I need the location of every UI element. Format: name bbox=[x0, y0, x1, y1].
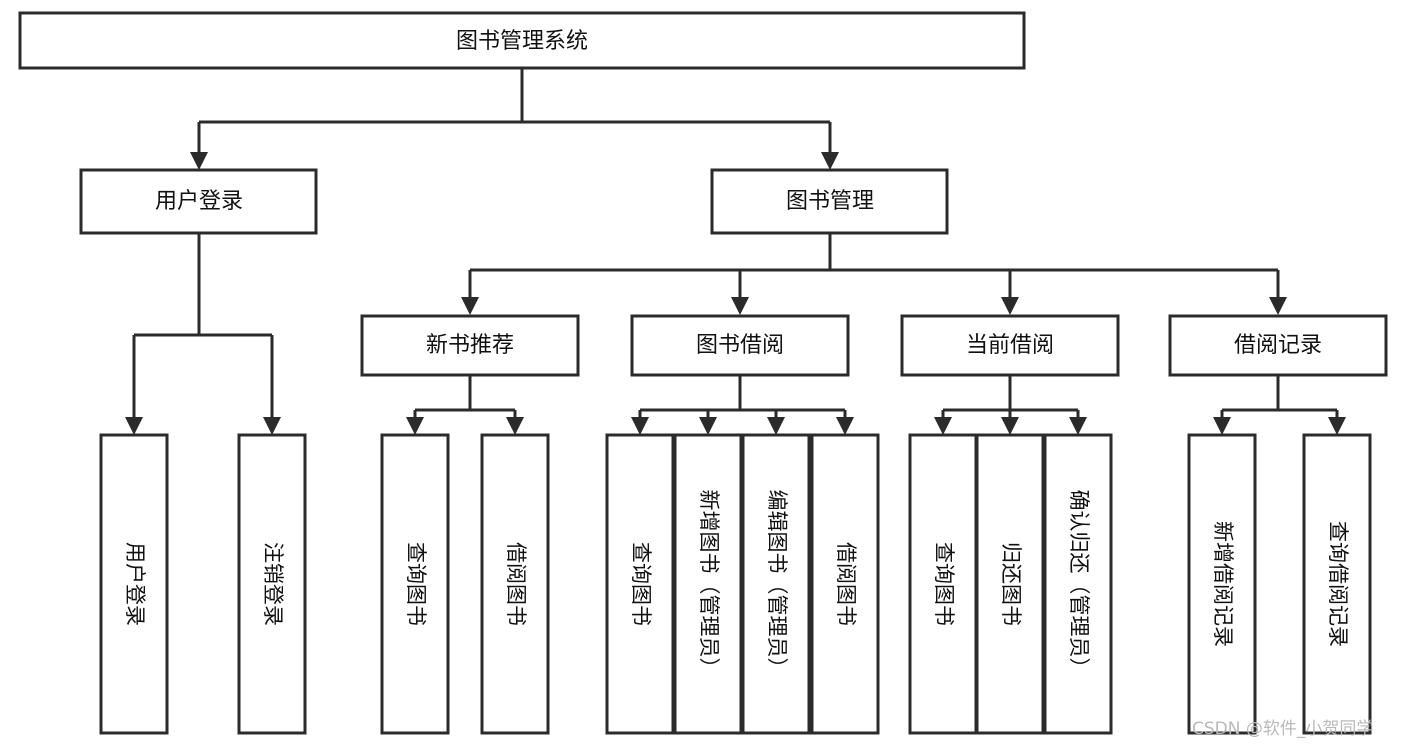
arrow-bb-leaf-4 bbox=[836, 417, 854, 435]
arrow-br-leaf-1 bbox=[1213, 417, 1231, 435]
leaf-bb-edit-book-label: 编辑图书（管理员） bbox=[765, 490, 789, 679]
leaf-node[interactable]: 查询借阅记录 bbox=[1302, 433, 1372, 735]
arrow-current-borrow bbox=[1001, 297, 1019, 315]
leaf-logout-box[interactable] bbox=[237, 433, 307, 735]
leaf-cb-return-book-label: 归还图书 bbox=[999, 542, 1023, 626]
arrow-cb-leaf-3 bbox=[1069, 417, 1087, 435]
node-book-manage[interactable]: 图书管理 bbox=[710, 168, 949, 235]
leaf-bb-add-book-label: 新增图书（管理员） bbox=[697, 490, 721, 679]
node-root[interactable]: 图书管理系统 bbox=[18, 11, 1026, 70]
arrow-nbr-leaf-1 bbox=[406, 417, 424, 435]
arrow-book-borrow bbox=[731, 297, 749, 315]
leaf-node[interactable]: 借阅图书 bbox=[810, 433, 880, 735]
node-borrow-record-label: 借阅记录 bbox=[1234, 333, 1322, 358]
node-root-box[interactable] bbox=[18, 11, 1026, 70]
node-user-login-label: 用户登录 bbox=[155, 189, 243, 214]
node-root-label: 图书管理系统 bbox=[456, 29, 588, 54]
node-book-manage-label: 图书管理 bbox=[786, 189, 874, 214]
leaf-node[interactable]: 编辑图书（管理员） bbox=[741, 433, 811, 735]
arrow-nbr-leaf-2 bbox=[506, 417, 524, 435]
leaf-node[interactable]: 新增借阅记录 bbox=[1187, 433, 1257, 735]
node-new-book-recommend-label: 新书推荐 bbox=[426, 333, 514, 358]
arrow-new-book-recommend bbox=[461, 297, 479, 315]
connector-layer bbox=[125, 68, 1346, 435]
arrow-bb-leaf-2 bbox=[699, 417, 717, 435]
leaf-node[interactable]: 用户登录 bbox=[99, 433, 169, 735]
arrow-bb-leaf-3 bbox=[767, 417, 785, 435]
leaf-node[interactable]: 查询图书 bbox=[605, 433, 675, 735]
leaf-bb-add-book-box[interactable] bbox=[673, 433, 743, 735]
leaf-cb-confirm-return-box[interactable] bbox=[1043, 433, 1113, 735]
node-current-borrow-box[interactable] bbox=[900, 314, 1120, 377]
leaf-node[interactable]: 查询图书 bbox=[380, 433, 450, 735]
leaf-node[interactable]: 查询图书 bbox=[908, 433, 978, 735]
leaf-br-add-record-box[interactable] bbox=[1187, 433, 1257, 735]
leaf-node[interactable]: 新增图书（管理员） bbox=[673, 433, 743, 735]
node-borrow-record-box[interactable] bbox=[1168, 314, 1388, 377]
node-current-borrow[interactable]: 当前借阅 bbox=[900, 314, 1120, 377]
leaf-cb-confirm-return-label: 确认归还（管理员） bbox=[1067, 490, 1091, 679]
leaf-node[interactable]: 确认归还（管理员） bbox=[1043, 433, 1113, 735]
node-current-borrow-label: 当前借阅 bbox=[966, 333, 1054, 358]
leaf-nbr-borrow-book-label: 借阅图书 bbox=[504, 542, 528, 626]
arrow-borrow-record bbox=[1269, 297, 1287, 315]
leaf-bb-borrow-book-label: 借阅图书 bbox=[834, 542, 858, 626]
csdn-watermark: CSDN @软件_小贺同学 bbox=[1192, 719, 1373, 739]
leaf-user-login-label: 用户登录 bbox=[123, 542, 147, 626]
leaf-nbr-borrow-book-box[interactable] bbox=[480, 433, 550, 735]
node-new-book-recommend-box[interactable] bbox=[360, 314, 580, 377]
leaf-bb-edit-book-box[interactable] bbox=[741, 433, 811, 735]
node-book-borrow[interactable]: 图书借阅 bbox=[630, 314, 850, 377]
leaf-cb-query-book-label: 查询图书 bbox=[932, 542, 956, 626]
leaf-nbr-query-book-label: 查询图书 bbox=[404, 542, 428, 626]
leaf-cb-query-book-box[interactable] bbox=[908, 433, 978, 735]
leaf-user-login-box[interactable] bbox=[99, 433, 169, 735]
leaf-bb-query-book-box[interactable] bbox=[605, 433, 675, 735]
node-book-borrow-label: 图书借阅 bbox=[696, 333, 784, 358]
leaf-br-query-record-box[interactable] bbox=[1302, 433, 1372, 735]
arrow-user-login-leaf-2 bbox=[263, 417, 281, 435]
arrow-bb-leaf-1 bbox=[631, 417, 649, 435]
arrow-cb-leaf-1 bbox=[934, 417, 952, 435]
leaf-node[interactable]: 注销登录 bbox=[237, 433, 307, 735]
node-new-book-recommend[interactable]: 新书推荐 bbox=[360, 314, 580, 377]
node-user-login-box[interactable] bbox=[79, 168, 318, 235]
leaf-bb-borrow-book-box[interactable] bbox=[810, 433, 880, 735]
arrow-cb-leaf-2 bbox=[1001, 417, 1019, 435]
leaf-node[interactable]: 借阅图书 bbox=[480, 433, 550, 735]
leaf-logout-label: 注销登录 bbox=[261, 542, 285, 626]
leaf-br-query-record-label: 查询借阅记录 bbox=[1326, 521, 1350, 647]
node-borrow-record[interactable]: 借阅记录 bbox=[1168, 314, 1388, 377]
arrow-user-login-leaf-1 bbox=[125, 417, 143, 435]
node-book-manage-box[interactable] bbox=[710, 168, 949, 235]
arrow-br-leaf-2 bbox=[1328, 417, 1346, 435]
arrow-user-login bbox=[190, 152, 208, 170]
node-book-borrow-box[interactable] bbox=[630, 314, 850, 377]
node-user-login[interactable]: 用户登录 bbox=[79, 168, 318, 235]
leaf-br-add-record-label: 新增借阅记录 bbox=[1211, 521, 1235, 647]
arrow-book-manage bbox=[821, 152, 839, 170]
leaf-node[interactable]: 归还图书 bbox=[975, 433, 1045, 735]
leaf-cb-return-book-box[interactable] bbox=[975, 433, 1045, 735]
leaf-bb-query-book-label: 查询图书 bbox=[629, 542, 653, 626]
leaf-nbr-query-book-box[interactable] bbox=[380, 433, 450, 735]
